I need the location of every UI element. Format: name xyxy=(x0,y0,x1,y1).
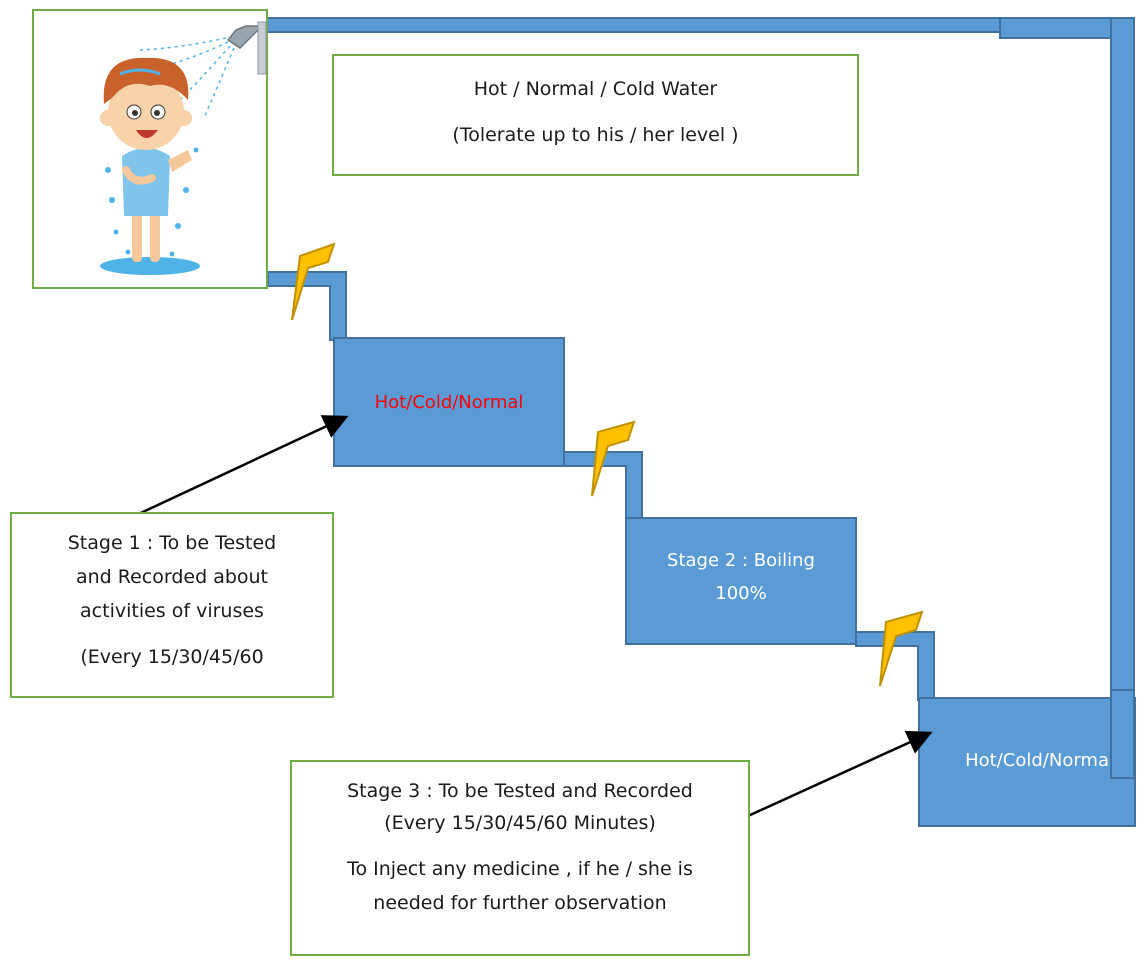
tank-2-label-line2: 100% xyxy=(715,583,767,604)
header-note: Hot / Normal / Cold Water (Tolerate up t… xyxy=(332,54,859,176)
arrow xyxy=(725,730,933,828)
stage1-note-line2: and Recorded about xyxy=(75,566,269,588)
header-note-line1: Hot / Normal / Cold Water xyxy=(473,78,718,100)
stage3-note-line2: (Every 15/30/45/60 Minutes) xyxy=(384,812,656,834)
right-vertical-pipe xyxy=(1110,17,1135,779)
stage3-note-line4: needed for further observation xyxy=(373,892,667,914)
valve-icon xyxy=(291,242,336,321)
valve-icon xyxy=(591,420,636,497)
tank-3 xyxy=(918,697,1136,827)
tank-1-label: Hot/Cold/Normal xyxy=(374,392,524,413)
stage1-note-line1: Stage 1 : To be Tested xyxy=(67,532,277,554)
valve-icon xyxy=(879,610,924,687)
pipe-to-tank-1 xyxy=(267,271,347,341)
tank-3-label: Hot/Cold/Norma xyxy=(965,750,1109,771)
stage1-note: Stage 1 : To be Tested and Recorded abou… xyxy=(10,512,334,698)
top-pipe xyxy=(261,17,1005,33)
stage3-note-line3: To Inject any medicine , if he / she is xyxy=(347,858,693,880)
tank-1 xyxy=(333,337,565,467)
stage1-note-line4: (Every 15/30/45/60 xyxy=(80,646,264,668)
header-note-line2: (Tolerate up to his / her level ) xyxy=(452,124,739,146)
stage1-note-line3: activities of viruses xyxy=(80,600,264,622)
arrow xyxy=(129,415,349,520)
stage3-note-line1: Stage 3 : To be Tested and Recorded xyxy=(347,780,693,802)
tank-2-label-line1: Stage 2 : Boiling xyxy=(667,550,815,571)
tank-2 xyxy=(625,517,857,645)
tank-2-label: Stage 2 : Boiling 100% xyxy=(626,544,856,610)
stage3-note: Stage 3 : To be Tested and Recorded (Eve… xyxy=(290,760,750,956)
shower-kid-illustration xyxy=(100,21,267,275)
right-pipe-overlap xyxy=(1110,689,1135,779)
